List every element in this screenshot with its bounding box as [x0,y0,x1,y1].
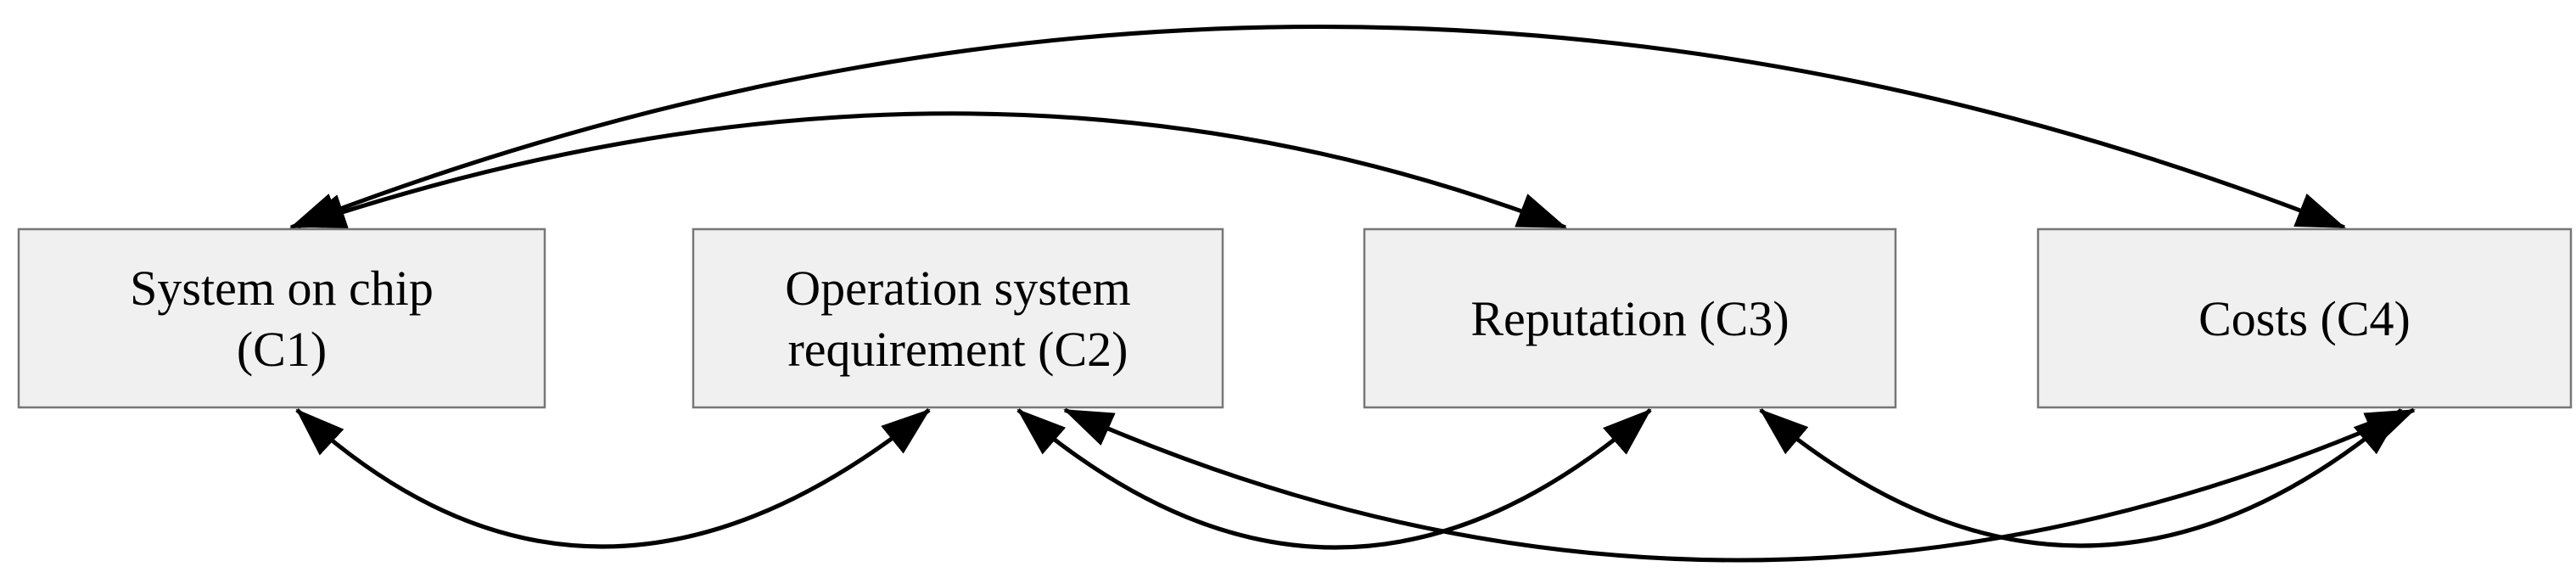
node-c1-label: System on chip (C1) [130,261,434,377]
edge-c1-c4-arrow [289,25,2346,230]
node-c2-label-line-2: requirement (C2) [787,322,1128,377]
node-c4-label: Costs (C4) [2198,291,2411,346]
node-c3-label: Reputation (C3) [1470,291,1789,346]
node-c3: Reputation (C3) [1363,227,1897,409]
node-c1-label-line-1: System on chip [130,261,434,316]
node-c3-label-line-1: Reputation (C3) [1470,291,1789,346]
edge-c3-c4-arrow [1759,408,2403,548]
edge-c1-c3-arrow [296,111,1567,230]
nodes-layer: System on chip (C1) Operation system requir… [17,227,2573,409]
node-c1: System on chip (C1) [17,227,546,409]
edges-layer [289,25,2416,563]
node-c1-box [17,227,546,409]
node-c3-box [1363,227,1897,409]
node-c4: Costs (C4) [2036,227,2573,409]
node-c2-label: Operation system requirement (C2) [785,261,1131,377]
node-c1-label-line-2: (C1) [237,322,327,377]
edge-c1-c2-arrow [295,408,931,549]
node-c4-box [2036,227,2573,409]
node-c2-box [692,227,1224,409]
node-c4-label-line-1: Costs (C4) [2198,291,2411,346]
edge-c2-c4-arrow [1063,407,2416,563]
node-c2-label-line-1: Operation system [785,261,1131,316]
edge-c2-c3-arrow [1016,408,1652,550]
node-c2: Operation system requirement (C2) [692,227,1224,409]
